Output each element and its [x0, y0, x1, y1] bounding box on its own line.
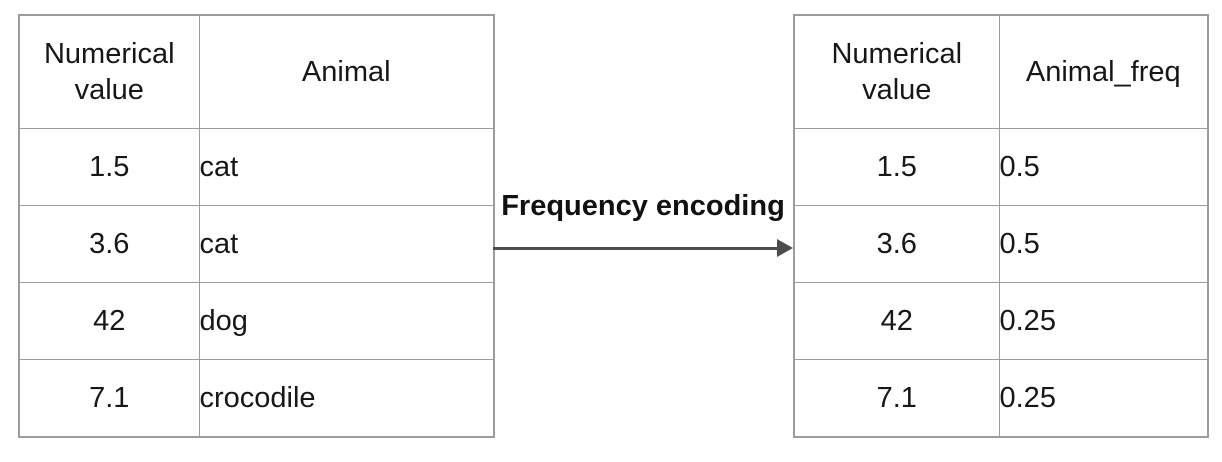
table-cell: 3.6 [793, 205, 1000, 283]
table-row: 3.6 cat [18, 205, 495, 283]
table-cell: crocodile [198, 359, 495, 438]
table-cell: 42 [18, 282, 200, 360]
table-row: 3.6 0.5 [793, 205, 1209, 283]
column-header-animal-freq: Animal_freq [998, 14, 1209, 129]
table-cell: 3.6 [18, 205, 200, 283]
table-row: 7.1 0.25 [793, 359, 1209, 438]
table-row: 42 dog [18, 282, 495, 360]
table-cell: 7.1 [793, 359, 1000, 438]
column-header-numerical-value: Numerical value [793, 14, 1000, 129]
input-table: Numerical value Animal 1.5 cat 3.6 cat 4… [18, 14, 495, 438]
table-cell: 0.25 [998, 359, 1209, 438]
table-row: 7.1 crocodile [18, 359, 495, 438]
table-cell: 7.1 [18, 359, 200, 438]
transform-label: Frequency encoding [501, 190, 785, 222]
table-cell: 1.5 [18, 128, 200, 206]
table-cell: 0.25 [998, 282, 1209, 360]
arrow-right-icon [493, 247, 779, 250]
table-cell: dog [198, 282, 495, 360]
table-cell: cat [198, 205, 495, 283]
output-table: Numerical value Animal_freq 1.5 0.5 3.6 … [793, 14, 1209, 438]
table-row: 1.5 0.5 [793, 128, 1209, 206]
arrow-right-head-icon [777, 239, 793, 257]
table-cell: 42 [793, 282, 1000, 360]
table-cell: 0.5 [998, 128, 1209, 206]
header-row: Numerical value Animal [18, 14, 495, 129]
table-cell: 1.5 [793, 128, 1000, 206]
table-cell: 0.5 [998, 205, 1209, 283]
column-header-animal: Animal [198, 14, 495, 129]
column-header-numerical-value: Numerical value [18, 14, 200, 129]
header-row: Numerical value Animal_freq [793, 14, 1209, 129]
table-cell: cat [198, 128, 495, 206]
table-row: 42 0.25 [793, 282, 1209, 360]
table-row: 1.5 cat [18, 128, 495, 206]
